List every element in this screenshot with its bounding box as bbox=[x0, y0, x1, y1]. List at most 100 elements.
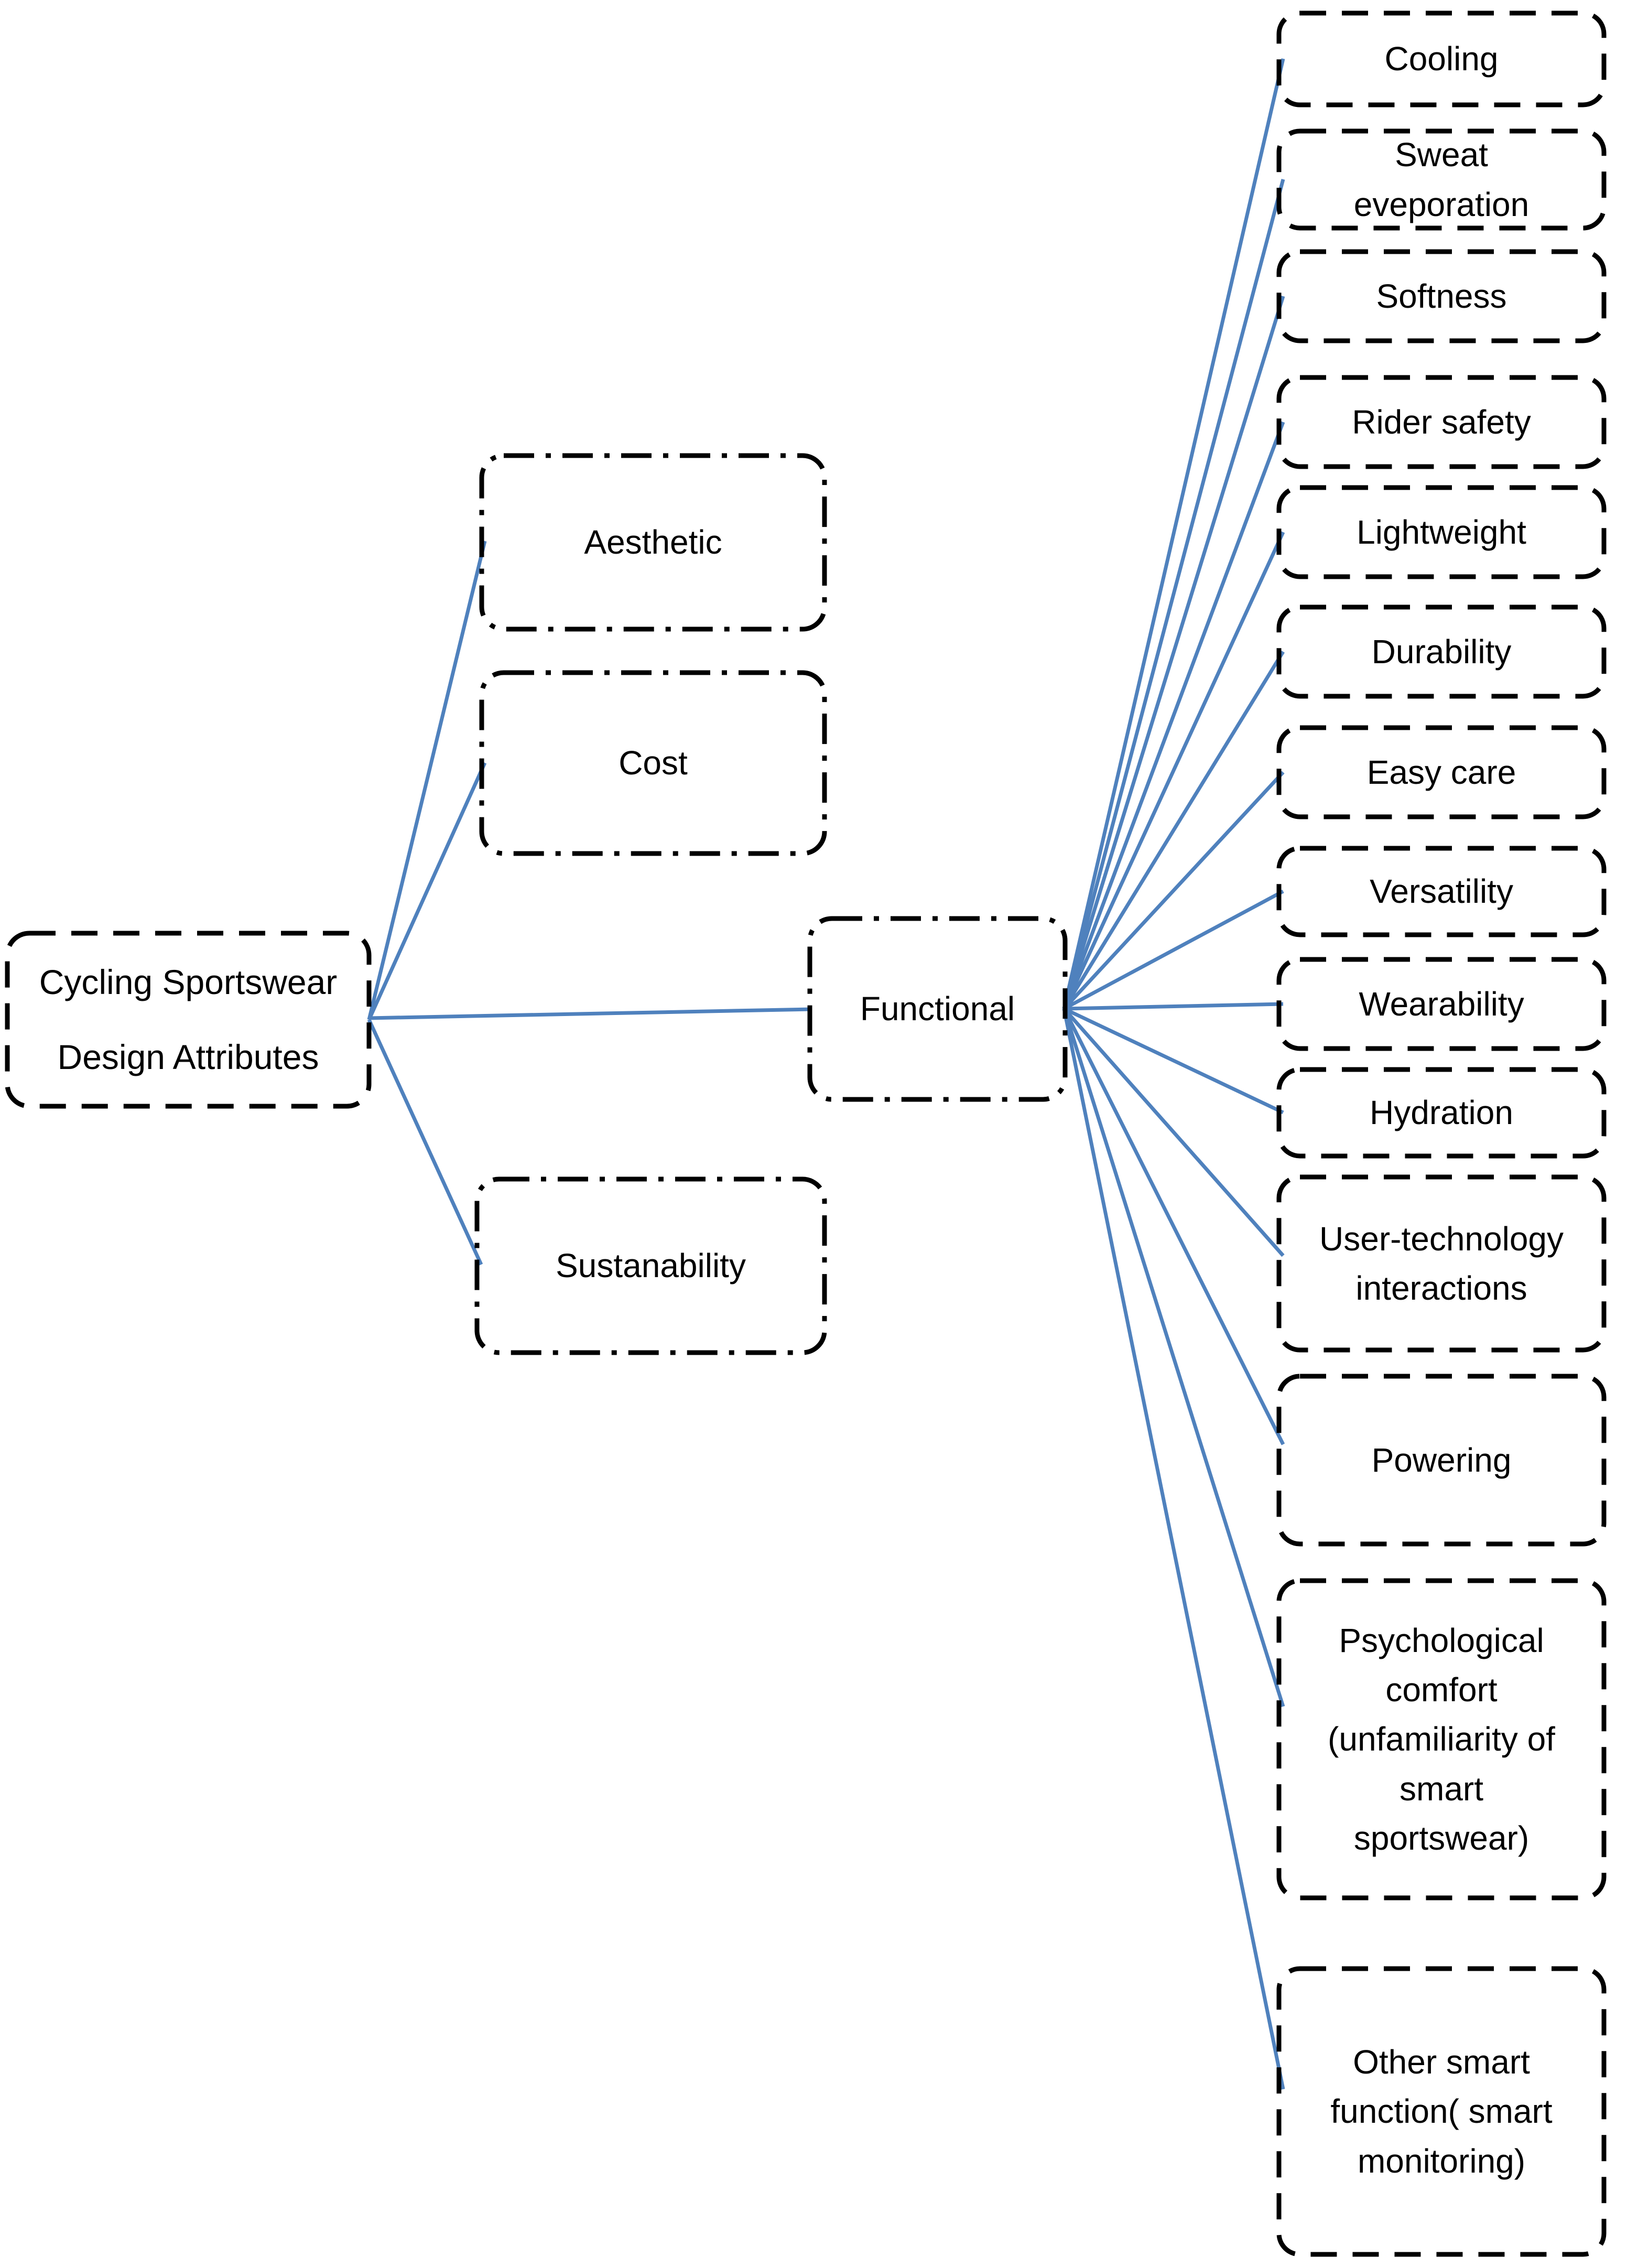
node-cost-label: Cost bbox=[482, 738, 825, 787]
label-line: Functional bbox=[860, 990, 1015, 1028]
label-line: Durability bbox=[1371, 632, 1512, 671]
node-wearability: Wearability bbox=[1279, 959, 1604, 1049]
label-line: Lightweight bbox=[1357, 513, 1526, 551]
node-root-label: Cycling Sportswear Design Attributes bbox=[7, 957, 369, 1083]
node-cooling: Cooling bbox=[1279, 13, 1604, 105]
label-line: Rider safety bbox=[1352, 403, 1531, 441]
label-line: eveporation bbox=[1353, 185, 1530, 223]
node-versatility: Versatility bbox=[1279, 848, 1604, 935]
label-line: Other smart bbox=[1353, 2043, 1530, 2081]
connector-functional-sweat-eveporation bbox=[1062, 179, 1285, 1009]
node-user-technology-interactions: User-technology interactions bbox=[1279, 1177, 1604, 1350]
label-line: User-technology bbox=[1319, 1219, 1564, 1258]
outline-sustainability bbox=[474, 1176, 827, 1355]
connector-functional-easy-care bbox=[1062, 771, 1285, 1010]
node-lightweight-label: Lightweight bbox=[1279, 507, 1604, 557]
outline-cooling bbox=[1276, 10, 1607, 107]
node-durability-label: Durability bbox=[1279, 627, 1604, 676]
label-line: smart bbox=[1400, 1769, 1483, 1808]
label-line: Design Attributes bbox=[57, 1038, 319, 1076]
connector-functional-hydration bbox=[1063, 1007, 1284, 1115]
outline-other-smart-function bbox=[1276, 1966, 1607, 2257]
connector-functional-other-smart-function bbox=[1062, 1008, 1285, 2090]
node-wearability-label: Wearability bbox=[1279, 979, 1604, 1029]
node-rider-safety-label: Rider safety bbox=[1279, 397, 1604, 447]
connector-functional-powering bbox=[1062, 1008, 1285, 1445]
node-aesthetic: Aesthetic bbox=[482, 456, 825, 629]
outline-root bbox=[5, 931, 372, 1109]
node-sustainability: Sustanability bbox=[477, 1179, 825, 1353]
node-functional: Functional bbox=[810, 919, 1065, 1099]
outline-lightweight bbox=[1276, 485, 1607, 579]
connector-functional-durability bbox=[1062, 651, 1285, 1010]
node-psychological-comfort-label: Psychological comfort (unfamiliarity of … bbox=[1279, 1616, 1604, 1862]
outline-versatility bbox=[1276, 846, 1607, 937]
node-cost: Cost bbox=[482, 673, 825, 854]
node-lightweight: Lightweight bbox=[1279, 488, 1604, 577]
outline-durability bbox=[1276, 604, 1607, 699]
label-line: Versatility bbox=[1370, 872, 1513, 911]
label-line: Powering bbox=[1371, 1441, 1512, 1479]
node-other-smart-function-label: Other smart function( smart monitoring) bbox=[1279, 2037, 1604, 2185]
connector-root-aesthetic bbox=[367, 541, 487, 1020]
label-line: Wearability bbox=[1359, 985, 1524, 1023]
outline-wearability bbox=[1276, 957, 1607, 1051]
connector-functional-softness bbox=[1062, 295, 1285, 1010]
node-psychological-comfort: Psychological comfort (unfamiliarity of … bbox=[1279, 1581, 1604, 1898]
label-line: sportswear) bbox=[1353, 1819, 1530, 1857]
node-cooling-label: Cooling bbox=[1279, 34, 1604, 83]
label-line: Cycling Sportswear bbox=[39, 962, 338, 1001]
label-line: Easy care bbox=[1366, 753, 1516, 791]
node-aesthetic-label: Aesthetic bbox=[482, 517, 825, 567]
node-hydration: Hydration bbox=[1279, 1070, 1604, 1156]
node-sweat-eveporation-label: Sweat eveporation bbox=[1279, 130, 1604, 229]
outline-powering bbox=[1276, 1374, 1607, 1547]
label-line: Softness bbox=[1376, 277, 1507, 315]
outline-sweat-eveporation bbox=[1276, 128, 1607, 231]
node-easy-care-label: Easy care bbox=[1279, 748, 1604, 797]
label-line: monitoring) bbox=[1357, 2142, 1526, 2180]
outline-psychological-comfort bbox=[1276, 1578, 1607, 1900]
node-easy-care: Easy care bbox=[1279, 728, 1604, 817]
node-other-smart-function: Other smart function( smart monitoring) bbox=[1279, 1969, 1604, 2254]
outline-easy-care bbox=[1276, 725, 1607, 819]
node-sustainability-label: Sustanability bbox=[477, 1241, 825, 1290]
connector-root-cost bbox=[367, 762, 487, 1021]
box-outlines bbox=[5, 10, 1607, 2257]
outline-hydration bbox=[1276, 1067, 1607, 1159]
outline-softness bbox=[1276, 249, 1607, 343]
label-line: Cost bbox=[619, 744, 688, 782]
node-softness: Softness bbox=[1279, 252, 1604, 341]
label-line: comfort bbox=[1385, 1671, 1498, 1709]
connector-functional-lightweight bbox=[1062, 531, 1285, 1010]
node-root: Cycling Sportswear Design Attributes bbox=[7, 933, 369, 1106]
node-functional-label: Functional bbox=[810, 984, 1065, 1033]
label-line: Psychological bbox=[1339, 1622, 1544, 1660]
connector-functional-wearability bbox=[1064, 1002, 1284, 1011]
connector-functional-cooling bbox=[1062, 58, 1285, 1009]
outline-functional bbox=[807, 916, 1068, 1102]
label-line: Aesthetic bbox=[584, 523, 722, 561]
label-line: Cooling bbox=[1384, 40, 1499, 78]
label-line: interactions bbox=[1355, 1269, 1527, 1307]
connector-functional-user-technology bbox=[1062, 1007, 1285, 1257]
node-sweat-eveporation: Sweat eveporation bbox=[1279, 131, 1604, 228]
connectors bbox=[367, 58, 1285, 2090]
connector-root-functional bbox=[368, 1007, 811, 1020]
connector-root-sustainability bbox=[367, 1019, 483, 1266]
node-rider-safety: Rider safety bbox=[1279, 377, 1604, 467]
outline-aesthetic bbox=[479, 453, 827, 632]
node-durability: Durability bbox=[1279, 607, 1604, 696]
node-hydration-label: Hydration bbox=[1279, 1088, 1604, 1137]
label-line: Sustanability bbox=[556, 1247, 746, 1285]
node-powering-label: Powering bbox=[1279, 1435, 1604, 1485]
label-line: Hydration bbox=[1370, 1094, 1513, 1132]
connector-functional-rider-safety bbox=[1062, 421, 1285, 1010]
outline-cost bbox=[479, 670, 827, 856]
connector-functional-psychological-comfort bbox=[1062, 1008, 1285, 1708]
connector-functional-versatility bbox=[1063, 889, 1284, 1011]
label-line: Sweat bbox=[1395, 136, 1488, 174]
node-softness-label: Softness bbox=[1279, 272, 1604, 321]
